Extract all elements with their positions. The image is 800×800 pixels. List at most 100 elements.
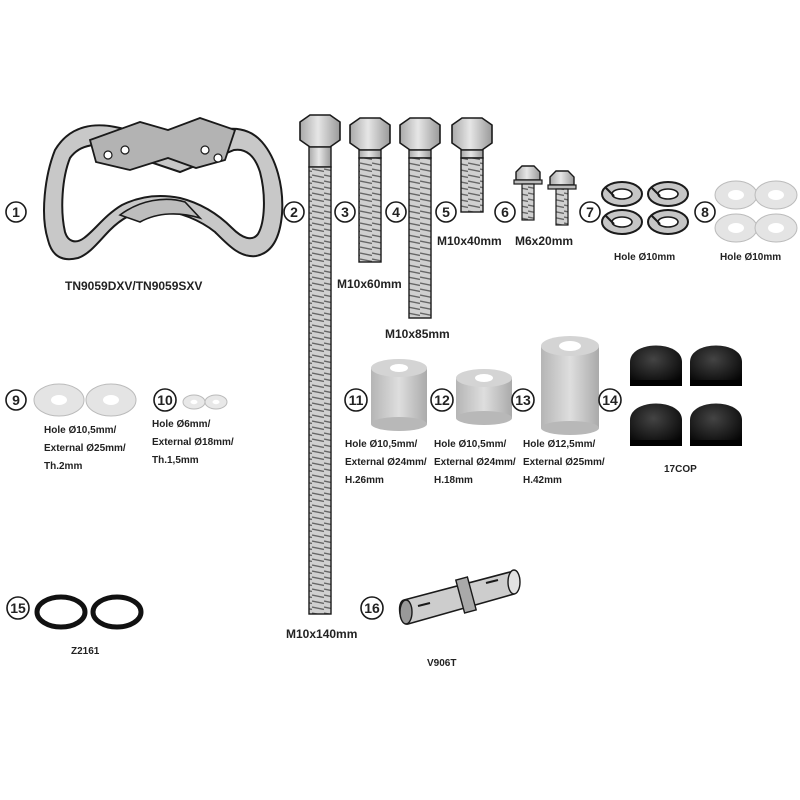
badge-number: 8: [701, 204, 709, 220]
part-14-nut-caps: [630, 345, 742, 446]
label-part-7: Hole Ø10mm: [614, 252, 675, 263]
badge-number: 13: [515, 392, 531, 408]
bolt-shank: [308, 146, 332, 168]
label-part-12-line-2: External Ø24mm/: [434, 457, 516, 468]
badge-5: 5: [435, 201, 457, 223]
label-part-9-line-1: Hole Ø10,5mm/: [44, 425, 116, 436]
bracket-hole: [120, 145, 130, 155]
label-part-2: M10x140mm: [286, 627, 357, 641]
part-6-bolts: [513, 165, 577, 226]
bracket-top-plate: [88, 117, 237, 171]
washer: [33, 383, 85, 417]
badge-number: 1: [12, 204, 20, 220]
badge-2: 2: [283, 201, 305, 223]
label-part-13-line-2: External Ø25mm/: [523, 457, 605, 468]
label-part-15: Z2161: [71, 646, 100, 657]
badge-12: 12: [430, 388, 454, 412]
o-ring: [34, 594, 88, 630]
part-13-spacer: [541, 336, 599, 435]
nut-cap: [630, 345, 682, 386]
bolt-thread: [460, 157, 484, 213]
bracket-hole: [200, 145, 210, 155]
badge-6: 6: [494, 201, 516, 223]
badge-3: 3: [334, 201, 356, 223]
part-5-bolt: [451, 117, 493, 213]
label-part-13-line-3: H.42mm: [523, 475, 562, 486]
badge-number: 4: [392, 204, 400, 220]
badge-number: 6: [501, 204, 509, 220]
bolt-head: [451, 117, 493, 151]
label-part-13-line-1: Hole Ø12,5mm/: [523, 439, 595, 450]
label-part-10-line-2: External Ø18mm/: [152, 437, 234, 448]
bracket-hole: [103, 150, 113, 160]
washer: [85, 383, 137, 417]
bolt-shank: [460, 149, 484, 159]
badge-number: 9: [12, 392, 20, 408]
bracket-cross-bar: [118, 198, 203, 223]
lock-washer: [647, 209, 689, 235]
flat-washer: [714, 180, 758, 210]
badge-16: 16: [360, 596, 384, 620]
label-part-5: M10x40mm: [437, 234, 502, 248]
label-part-9-line-2: External Ø25mm/: [44, 443, 126, 454]
badge-10: 10: [153, 388, 177, 412]
bolt-head: [299, 114, 341, 148]
label-part-6: M6x20mm: [515, 234, 573, 248]
small-bolt: [513, 165, 543, 221]
badge-number: 10: [157, 392, 173, 408]
badge-14: 14: [598, 388, 622, 412]
lock-washer: [601, 209, 643, 235]
badge-1: 1: [5, 201, 27, 223]
badge-number: 12: [434, 392, 450, 408]
badge-number: 15: [10, 600, 26, 616]
label-part-8: Hole Ø10mm: [720, 252, 781, 263]
bolt-head: [399, 117, 441, 151]
bolt-shank: [358, 149, 382, 159]
flat-washer: [754, 213, 798, 243]
label-part-16: V906T: [427, 658, 456, 669]
badge-8: 8: [694, 201, 716, 223]
part-4-bolt: [399, 117, 441, 319]
badge-7: 7: [579, 201, 601, 223]
badge-4: 4: [385, 201, 407, 223]
part-2-bolt: [299, 114, 341, 615]
part-9-washers: [33, 383, 137, 417]
badge-number: 11: [349, 392, 364, 408]
bolt-shank: [408, 149, 432, 159]
label-part-4: M10x85mm: [385, 327, 450, 341]
washer: [204, 394, 228, 410]
small-bolt: [547, 170, 577, 226]
nut-cap: [690, 345, 742, 386]
label-part-11-line-1: Hole Ø10,5mm/: [345, 439, 417, 450]
part-12-spacer: [456, 369, 512, 425]
o-ring: [90, 594, 144, 630]
badge-number: 2: [290, 204, 298, 220]
part-15-o-rings: [34, 594, 144, 630]
nut-cap: [630, 403, 682, 446]
badge-number: 14: [602, 392, 618, 408]
label-part-12-line-3: H.18mm: [434, 475, 473, 486]
label-part-12-line-1: Hole Ø10,5mm/: [434, 439, 506, 450]
label-part-10-line-1: Hole Ø6mm/: [152, 419, 211, 430]
badge-number: 5: [442, 204, 450, 220]
lock-washer: [601, 181, 643, 207]
flat-washer: [714, 213, 758, 243]
part-1-bracket: [43, 117, 284, 261]
bolt-thread: [408, 157, 432, 319]
label-part-14: 17COP: [664, 464, 697, 475]
badge-number: 7: [586, 204, 594, 220]
part-7-lock-washers: [601, 181, 689, 235]
lock-washer: [647, 181, 689, 207]
badge-9: 9: [5, 389, 27, 411]
bolt-thread: [358, 157, 382, 263]
badge-number: 16: [364, 600, 380, 616]
flat-washer: [754, 180, 798, 210]
part-3-bolt: [349, 117, 391, 263]
badge-13: 13: [511, 388, 535, 412]
part-8-flat-washers: [714, 180, 798, 243]
bracket-inner-cutout: [61, 143, 265, 243]
part-10-washers: [182, 394, 228, 410]
badge-number: 3: [341, 204, 349, 220]
bolt-head: [349, 117, 391, 151]
part-11-spacer: [371, 359, 427, 431]
